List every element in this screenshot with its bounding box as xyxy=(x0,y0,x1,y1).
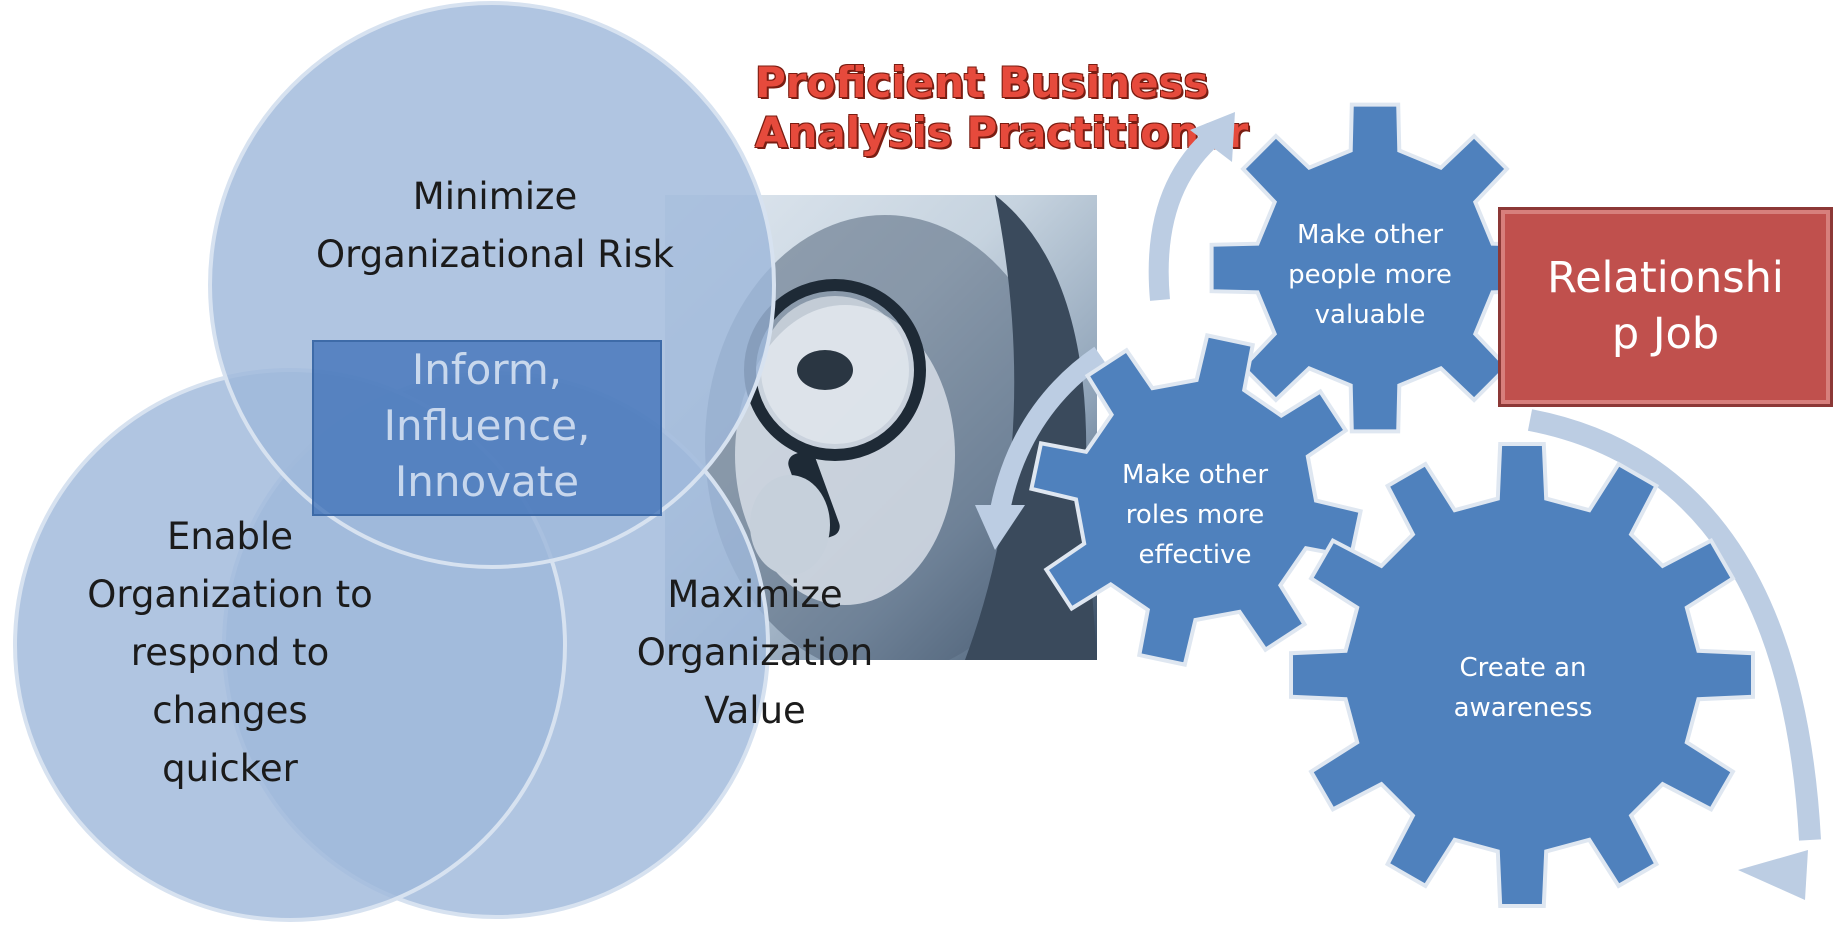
gear-middle-line: effective xyxy=(1138,540,1252,570)
gear-top-line: valuable xyxy=(1314,300,1426,330)
relationship-line: p Job xyxy=(1611,309,1720,359)
venn-right-label: Maximize Organization Value xyxy=(580,566,930,740)
arrow-right-curve xyxy=(1527,409,1821,841)
gear-bottom-label: Create an awareness xyxy=(1403,648,1643,728)
venn-center-line: Innovate xyxy=(394,457,580,506)
gear-bottom-icon xyxy=(1289,442,1755,908)
venn-right-line: Value xyxy=(704,689,806,732)
venn-right-line: Maximize xyxy=(667,573,843,616)
gear-middle-line: Make other xyxy=(1121,460,1269,490)
arrow-head-middle xyxy=(975,505,1025,550)
arrow-head-top xyxy=(1190,112,1235,162)
venn-center-line: Influence, xyxy=(383,401,591,450)
gear-top-line: people more xyxy=(1288,260,1452,290)
gear-top-line: Make other xyxy=(1296,220,1444,250)
venn-left-line: changes xyxy=(152,689,308,732)
gear-middle-icon xyxy=(1029,333,1363,667)
arrow-middle-curve xyxy=(990,346,1106,512)
title-line: Proficient Business xyxy=(755,58,1209,107)
venn-top-label: Minimize Organizational Risk xyxy=(260,168,730,284)
venn-center-line: Inform, xyxy=(411,345,563,394)
relationship-line: Relationshi xyxy=(1547,253,1784,303)
venn-left-line: Organization to xyxy=(87,573,373,616)
arrow-top-curve xyxy=(1148,127,1222,301)
arrow-head-right xyxy=(1738,850,1808,900)
venn-top-line: Organizational Risk xyxy=(316,233,674,276)
page-title: Proficient Business Analysis Practitione… xyxy=(755,58,1248,158)
venn-top-line: Minimize xyxy=(412,175,578,218)
gear-bottom-line: Create an xyxy=(1459,653,1587,683)
gear-middle-line: roles more xyxy=(1125,500,1265,530)
title-line: Analysis Practitioner xyxy=(755,108,1249,157)
venn-left-line: Enable xyxy=(166,515,294,558)
venn-left-line: respond to xyxy=(130,631,330,674)
venn-left-label: Enable Organization to respond to change… xyxy=(30,508,430,798)
venn-right-line: Organization xyxy=(636,631,874,674)
gear-top-icon xyxy=(1209,102,1541,434)
gear-middle-label: Make other roles more effective xyxy=(1080,455,1310,575)
venn-center-box: Inform, Influence, Innovate xyxy=(312,340,662,516)
gear-top-label: Make other people more valuable xyxy=(1240,215,1500,335)
relationship-job-box: Relationshi p Job xyxy=(1498,207,1833,407)
gear-bottom-line: awareness xyxy=(1453,693,1593,723)
venn-left-line: quicker xyxy=(162,747,298,790)
